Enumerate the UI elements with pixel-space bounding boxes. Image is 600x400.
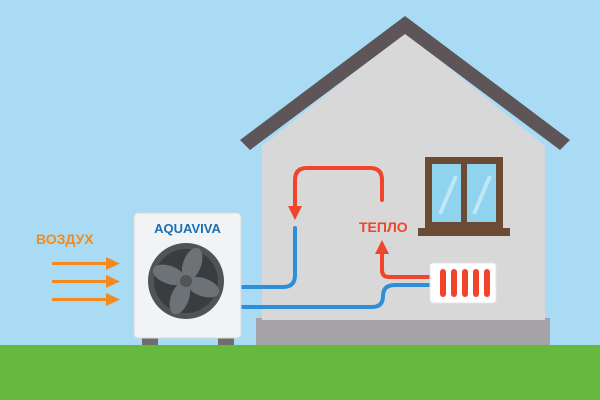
house-foundation	[256, 318, 550, 348]
grass-ground	[0, 345, 600, 400]
radiator-icon	[429, 262, 497, 304]
air-label: ВОЗДУХ	[36, 231, 94, 247]
cold-pipe-upper	[236, 226, 297, 289]
outdoor-unit: AQUAVIVA	[133, 212, 242, 346]
brand-logo: AQUAVIVA	[154, 221, 221, 236]
cold-pipes	[236, 226, 434, 309]
window-icon	[418, 157, 510, 236]
air-arrow-icon	[52, 257, 120, 306]
unit-foot-right	[218, 336, 234, 346]
unit-foot-left	[142, 336, 158, 346]
house	[240, 16, 570, 348]
cold-arrow-down	[288, 206, 302, 220]
hot-pipes	[293, 166, 434, 279]
fan-icon	[148, 243, 224, 319]
hot-pipe-radiator	[380, 250, 434, 279]
hot-pipe-loop	[293, 166, 384, 208]
cold-pipe-lower	[236, 283, 434, 309]
heat-label: ТЕПЛО	[359, 219, 408, 235]
hot-arrow-up	[375, 240, 389, 254]
house-wall	[262, 32, 545, 320]
